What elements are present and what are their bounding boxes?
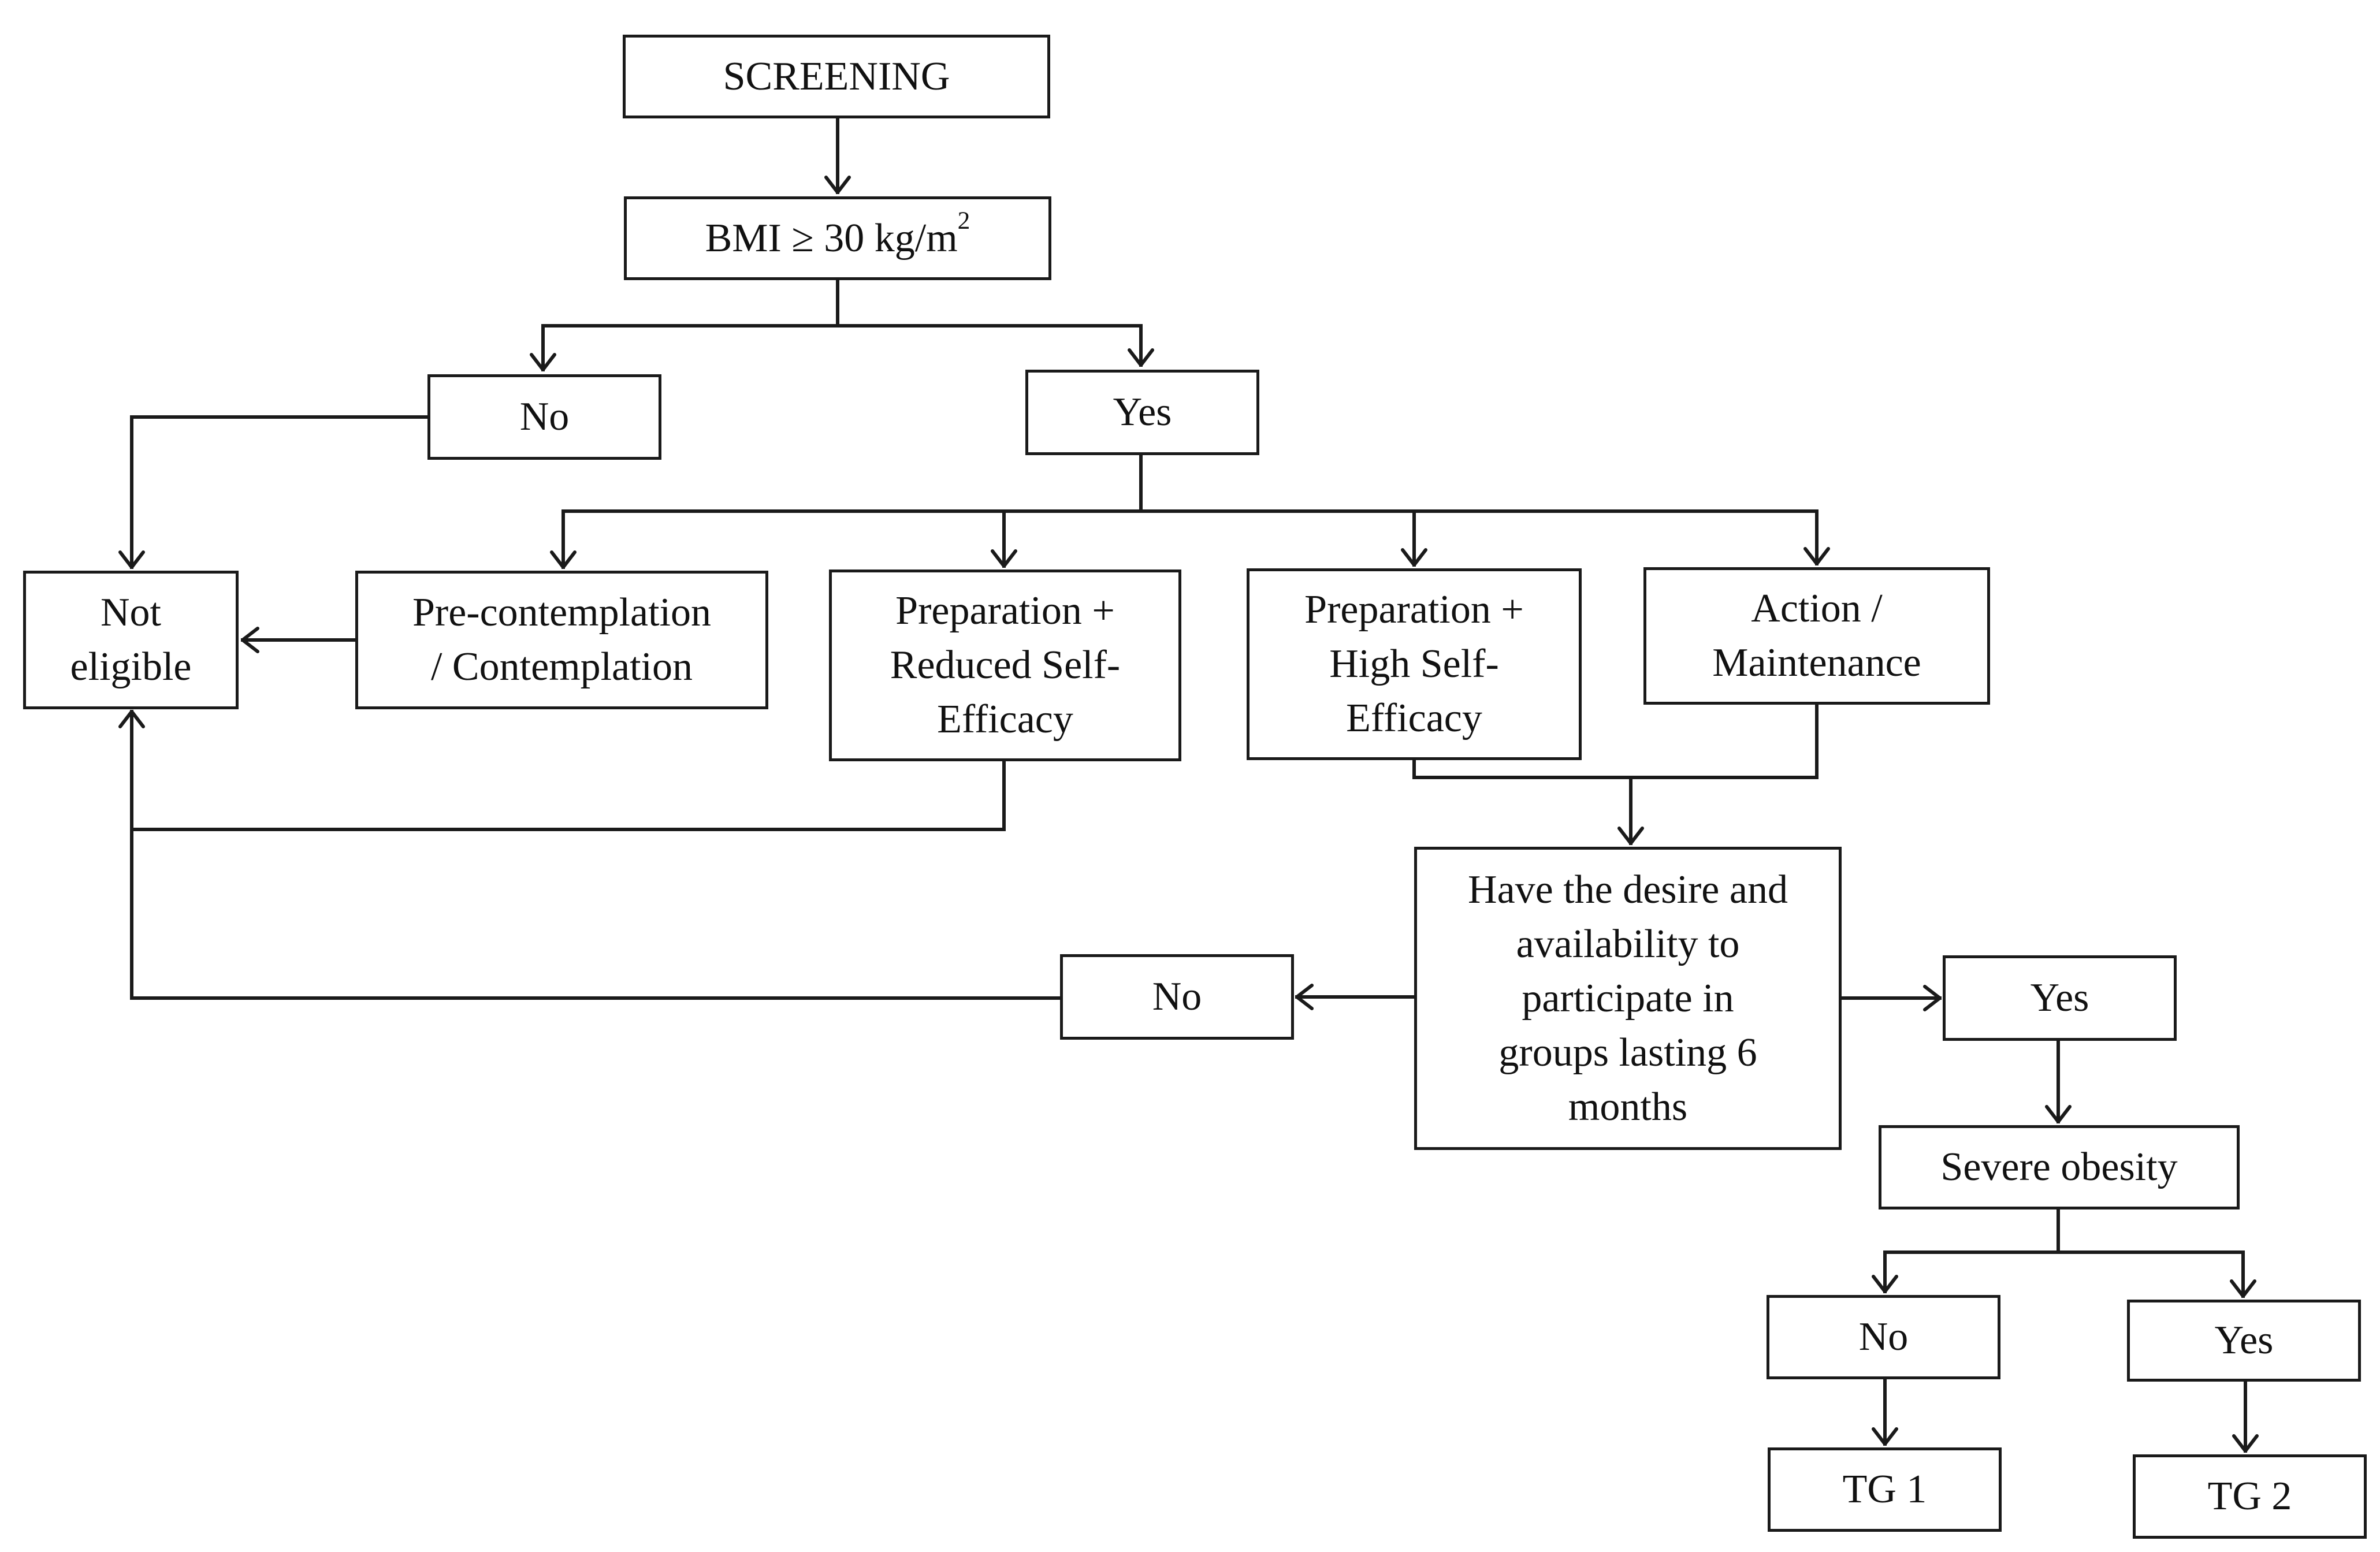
- prep-high-line-1: Preparation +: [1304, 587, 1524, 632]
- desire-line-4: groups lasting 6: [1498, 1030, 1757, 1075]
- action-line-1: Action /: [1751, 586, 1883, 631]
- bmi-label: BMI ≥ 30 kg/m2: [705, 208, 970, 266]
- bmi-no-box: No: [427, 374, 661, 460]
- desire-no-label: No: [1152, 974, 1202, 1019]
- prep-high-line-3: Efficacy: [1346, 696, 1482, 740]
- screening-label: SCREENING: [723, 54, 950, 99]
- severe-obesity-box: Severe obesity: [1879, 1125, 2240, 1209]
- obesity-yes-box: Yes: [2127, 1300, 2361, 1382]
- action-maintenance-box: Action / Maintenance: [1643, 567, 1990, 705]
- tg1-box: TG 1: [1768, 1447, 2002, 1532]
- precontemplation-line-2: / Contemplation: [430, 645, 693, 689]
- line-bmi-split: [543, 278, 1143, 327]
- desire-line-2: availability to: [1516, 921, 1740, 966]
- tg2-label: TG 2: [2207, 1474, 2292, 1518]
- bmi-box: BMI ≥ 30 kg/m2: [624, 196, 1051, 280]
- obesity-no-box: No: [1767, 1295, 2000, 1379]
- precontemplation-line-1: Pre-contemplation: [412, 590, 712, 635]
- line-yes-split: [563, 453, 1819, 513]
- desire-line-1: Have the desire and: [1468, 867, 1788, 912]
- prep-reduced-box: Preparation + Reduced Self- Efficacy: [829, 570, 1181, 761]
- not-eligible-line-1: Not: [101, 590, 161, 635]
- prep-high-box: Preparation + High Self- Efficacy: [1247, 568, 1582, 760]
- desire-box: Have the desire and availability to part…: [1414, 847, 1842, 1150]
- desire-line-3: participate in: [1522, 976, 1734, 1021]
- obesity-yes-label: Yes: [2214, 1318, 2274, 1363]
- prep-reduced-line-2: Reduced Self-: [890, 643, 1121, 687]
- desire-no-box: No: [1060, 954, 1294, 1040]
- prep-reduced-line-1: Preparation +: [895, 589, 1115, 633]
- desire-yes-label: Yes: [2030, 976, 2089, 1020]
- not-eligible-line-2: eligible: [70, 645, 192, 689]
- line-obesity-split: [1885, 1208, 2245, 1254]
- tg2-box: TG 2: [2133, 1454, 2367, 1539]
- prep-reduced-line-3: Efficacy: [937, 697, 1073, 742]
- bmi-yes-label: Yes: [1113, 390, 1172, 434]
- line-prep-reduced-down: [130, 760, 1006, 831]
- line-prep-high-to-desire: [1412, 703, 1819, 779]
- obesity-no-label: No: [1858, 1315, 1909, 1359]
- action-line-2: Maintenance: [1712, 641, 1921, 685]
- precontemplation-box: Pre-contemplation / Contemplation: [355, 571, 768, 709]
- desire-line-5: months: [1568, 1084, 1688, 1129]
- desire-yes-box: Yes: [1943, 955, 2177, 1041]
- bmi-label-text: BMI ≥ 30 kg/m: [705, 215, 958, 260]
- tg1-label: TG 1: [1842, 1467, 1927, 1512]
- screening-box: SCREENING: [623, 35, 1050, 118]
- bmi-yes-box: Yes: [1025, 370, 1259, 455]
- not-eligible-box: Not eligible: [23, 571, 239, 709]
- bmi-no-label: No: [519, 394, 570, 439]
- severe-obesity-label: Severe obesity: [1940, 1145, 2178, 1189]
- bmi-superscript: 2: [957, 206, 970, 235]
- arrow-bmi-no-to-not-eligible: [118, 415, 429, 569]
- prep-high-line-2: High Self-: [1329, 642, 1499, 686]
